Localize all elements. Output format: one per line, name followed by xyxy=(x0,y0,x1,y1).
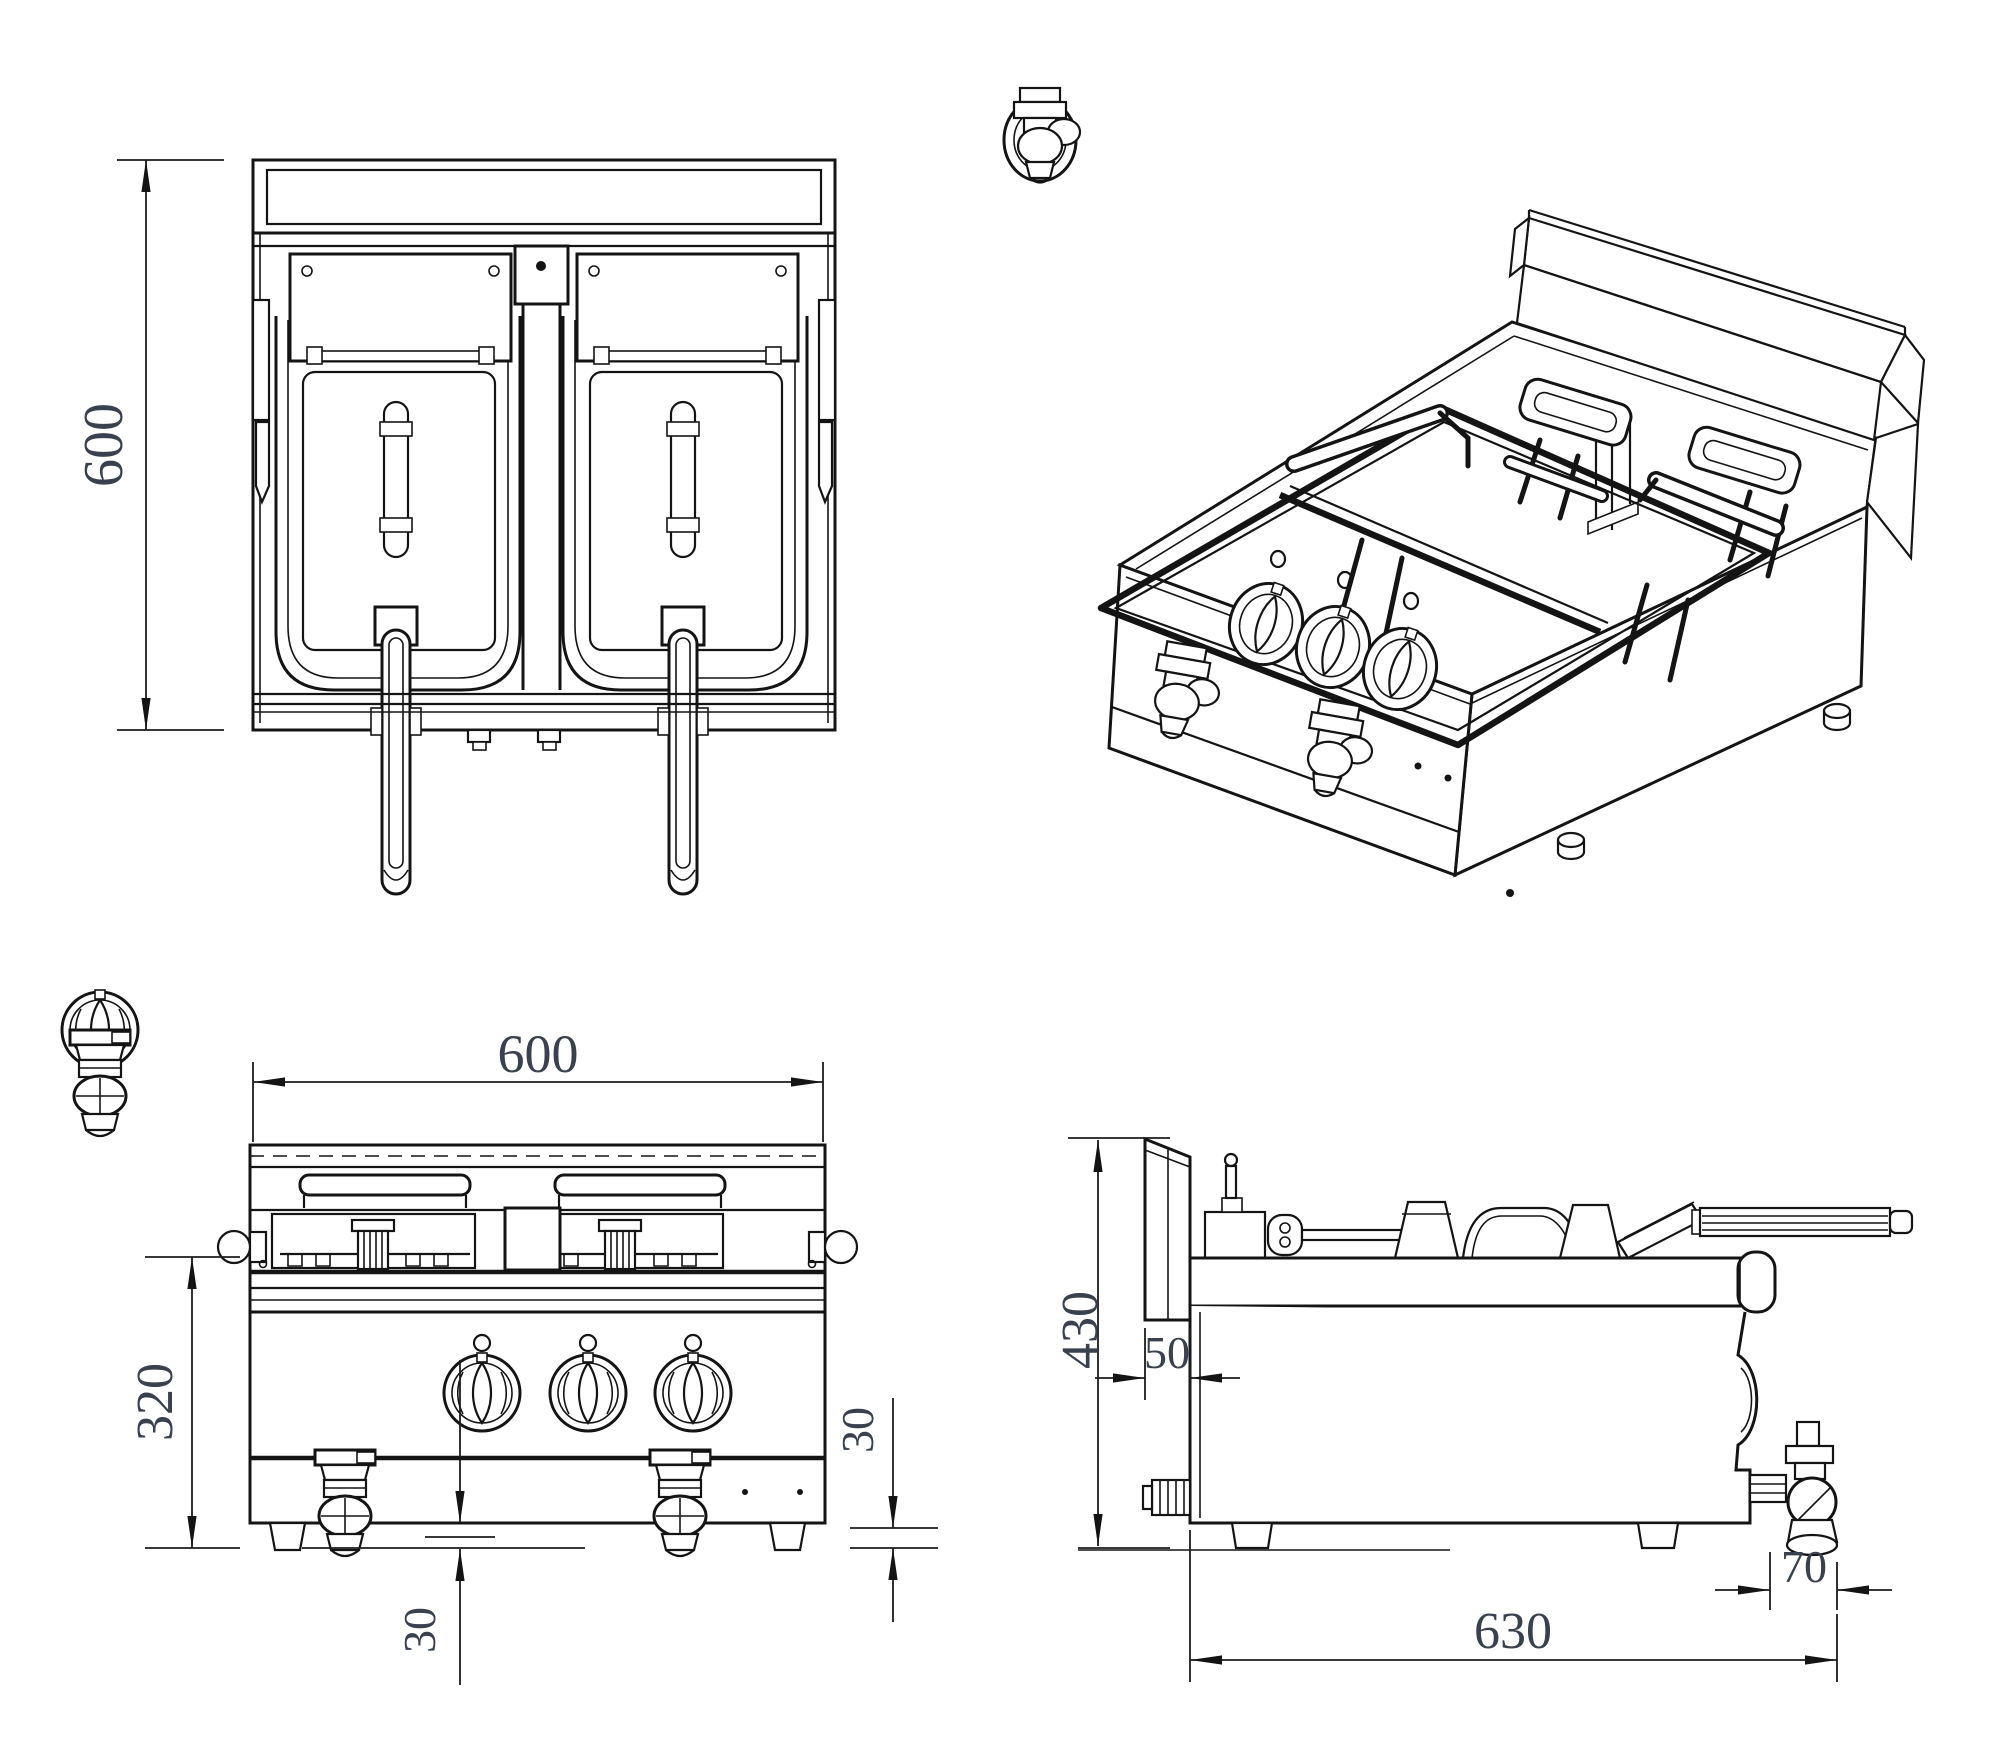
iso-basket-rails xyxy=(1097,405,1773,749)
fryer-plan-body xyxy=(251,158,837,896)
pilot-light xyxy=(683,1333,703,1353)
dimension-front-foot: 30 xyxy=(832,1398,938,1622)
fryer-side-body xyxy=(1078,1136,1914,1557)
dim-label-side-430: 430 xyxy=(1052,1291,1109,1369)
side-main-body xyxy=(1188,1306,1759,1525)
front-handle-right xyxy=(553,1173,727,1208)
iso-foot xyxy=(1822,702,1852,732)
basket-handle-plan xyxy=(370,605,422,896)
front-rail-plan xyxy=(253,692,835,751)
iso-backsplash-grille xyxy=(1508,208,1926,561)
dimension-front-drain: 30 xyxy=(302,1360,585,1685)
iso-foot xyxy=(1556,831,1586,861)
plan-view: 600 xyxy=(73,158,837,896)
dimension-front-width: 600 xyxy=(252,1024,824,1142)
front-handle-left xyxy=(298,1173,472,1208)
isometric-view xyxy=(1002,86,1926,897)
dim-label-front-600: 600 xyxy=(498,1024,579,1084)
fryer-front-body xyxy=(60,989,859,1558)
fryer-tank-plan xyxy=(274,252,522,896)
side-pin-left xyxy=(216,1229,268,1269)
dimension-front-height: 320 xyxy=(127,1256,240,1549)
side-pin-right xyxy=(807,1229,859,1269)
drain-valve-front xyxy=(68,1028,132,1138)
side-basket-handle xyxy=(1616,1201,1914,1260)
front-view: 600 xyxy=(60,989,938,1685)
side-backsplash xyxy=(1143,1136,1192,1322)
foot-front-left xyxy=(268,1521,307,1552)
side-bracket-right xyxy=(817,298,837,505)
dimension-side-valve: 70 xyxy=(1715,1541,1892,1610)
dim-label-front-30-right: 30 xyxy=(832,1407,883,1453)
pilot-dot xyxy=(1269,549,1287,569)
side-gas-connector xyxy=(1141,1478,1192,1517)
dim-label-plan-600: 600 xyxy=(73,403,135,487)
pilot-light xyxy=(578,1333,598,1353)
iso-basket-grip-right xyxy=(1637,471,1785,537)
fryer-isometric xyxy=(1002,86,1926,897)
pilot-light xyxy=(472,1333,492,1353)
dim-label-side-70: 70 xyxy=(1781,1541,1827,1592)
burner-assembly-left xyxy=(270,1212,477,1271)
dimension-side-height: 430 xyxy=(1052,1137,1170,1549)
dim-label-side-630: 630 xyxy=(1474,1603,1552,1660)
side-basket-hangers xyxy=(1393,1200,1622,1260)
dim-label-front-30-bottom: 30 xyxy=(394,1607,445,1653)
foot-side-front xyxy=(1636,1521,1680,1550)
vent-grille xyxy=(251,158,837,248)
center-block-front xyxy=(503,1206,562,1272)
side-bracket-left xyxy=(251,298,271,505)
side-view: 430 xyxy=(1052,1136,1914,1682)
pilot-dot xyxy=(1402,591,1420,611)
center-divider xyxy=(513,244,570,690)
pilot-dot xyxy=(1336,570,1354,590)
dimension-side-depth: 630 xyxy=(1189,1530,1838,1682)
dimension-side-backsplash: 50 xyxy=(1095,1327,1240,1400)
side-drain-valve xyxy=(1748,1420,1839,1557)
side-counter xyxy=(1188,1250,1777,1314)
drain-valve-iso xyxy=(1012,86,1082,184)
dimension-plan-height: 600 xyxy=(73,159,224,731)
iso-lid-handle-left xyxy=(1518,377,1633,447)
foot-side-back xyxy=(1230,1521,1274,1550)
iso-inner-handle-left xyxy=(1503,455,1609,503)
iso-basket-grip-left xyxy=(1285,404,1471,473)
iso-lid-handle-right xyxy=(1687,425,1802,495)
foot-front-right xyxy=(768,1521,807,1552)
dim-label-front-320: 320 xyxy=(127,1363,184,1441)
dim-label-side-50: 50 xyxy=(1144,1327,1190,1378)
side-pilot-assembly xyxy=(1203,1152,1432,1260)
